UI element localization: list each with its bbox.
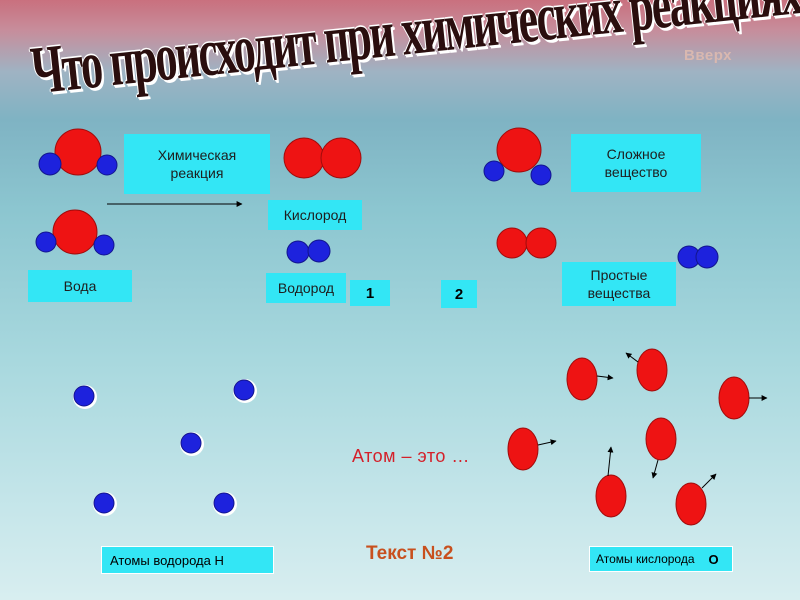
hydrogen-atom xyxy=(35,231,57,253)
complex-substance-label: Сложное вещество xyxy=(571,134,701,192)
chemical-reaction-label: Химическая реакция xyxy=(124,134,270,194)
oxygen-atom xyxy=(507,427,539,471)
text-number-link[interactable]: Текст №2 xyxy=(366,543,454,564)
hydrogen-atom xyxy=(38,152,62,176)
hydrogen-atom xyxy=(73,385,95,407)
oxygen-atom xyxy=(566,357,598,401)
complex-substance-molecule xyxy=(483,127,552,186)
hydrogen-atom xyxy=(213,492,235,514)
oxygen-atom xyxy=(52,209,98,255)
oxygen-atom xyxy=(54,128,102,176)
hydrogen-atom xyxy=(530,164,552,186)
hydrogen-atom xyxy=(93,234,115,256)
number-one-box[interactable]: 1 xyxy=(350,280,390,306)
water-molecule-2 xyxy=(35,209,115,256)
hydrogen-atom xyxy=(695,245,719,269)
water-molecule-1 xyxy=(38,128,118,176)
hydrogen-atom xyxy=(96,154,118,176)
free-hydrogen-atoms xyxy=(73,379,257,516)
oxygen-atom xyxy=(283,137,325,179)
hydrogen-atoms-text: Атомы водорода Н xyxy=(110,552,224,568)
simple-oxygen-molecule xyxy=(496,227,557,259)
oxygen-atom xyxy=(675,482,707,526)
hydrogen-atom xyxy=(483,160,505,182)
water-label: Вода xyxy=(28,270,132,302)
hydrogen-atom xyxy=(233,379,255,401)
moving-oxygen-atoms xyxy=(507,348,768,526)
oxygen-label: Кислород xyxy=(268,200,362,230)
simple-hydrogen-molecule xyxy=(677,245,719,269)
number-two-box[interactable]: 2 xyxy=(441,280,477,308)
hydrogen-atoms-caption: Атомы водорода Н xyxy=(101,546,274,574)
oxygen-atom xyxy=(525,227,557,259)
nav-up-link[interactable]: Вверх xyxy=(684,47,733,64)
hydrogen-atom xyxy=(93,492,115,514)
atom-definition-prompt: Атом – это … xyxy=(352,446,470,466)
hydrogen-label: Водород xyxy=(266,273,346,303)
oxygen-symbol: O xyxy=(708,551,719,567)
hydrogen-atom xyxy=(307,239,331,263)
oxygen-atom xyxy=(320,137,362,179)
oxygen-atoms-caption: Атомы кислорода O xyxy=(589,546,733,572)
hydrogen-atom xyxy=(286,240,310,264)
oxygen-atom xyxy=(595,474,627,518)
simple-substances-label: Простые вещества xyxy=(562,262,676,306)
hydrogen-atom xyxy=(180,432,202,454)
hydrogen-molecule xyxy=(286,239,331,264)
oxygen-atom xyxy=(636,348,668,392)
oxygen-atom xyxy=(645,417,677,461)
oxygen-molecule xyxy=(283,137,362,179)
oxygen-atom xyxy=(718,376,750,420)
oxygen-atom xyxy=(496,227,528,259)
oxygen-atom xyxy=(496,127,542,173)
oxygen-atoms-text: Атомы кислорода xyxy=(596,552,695,566)
